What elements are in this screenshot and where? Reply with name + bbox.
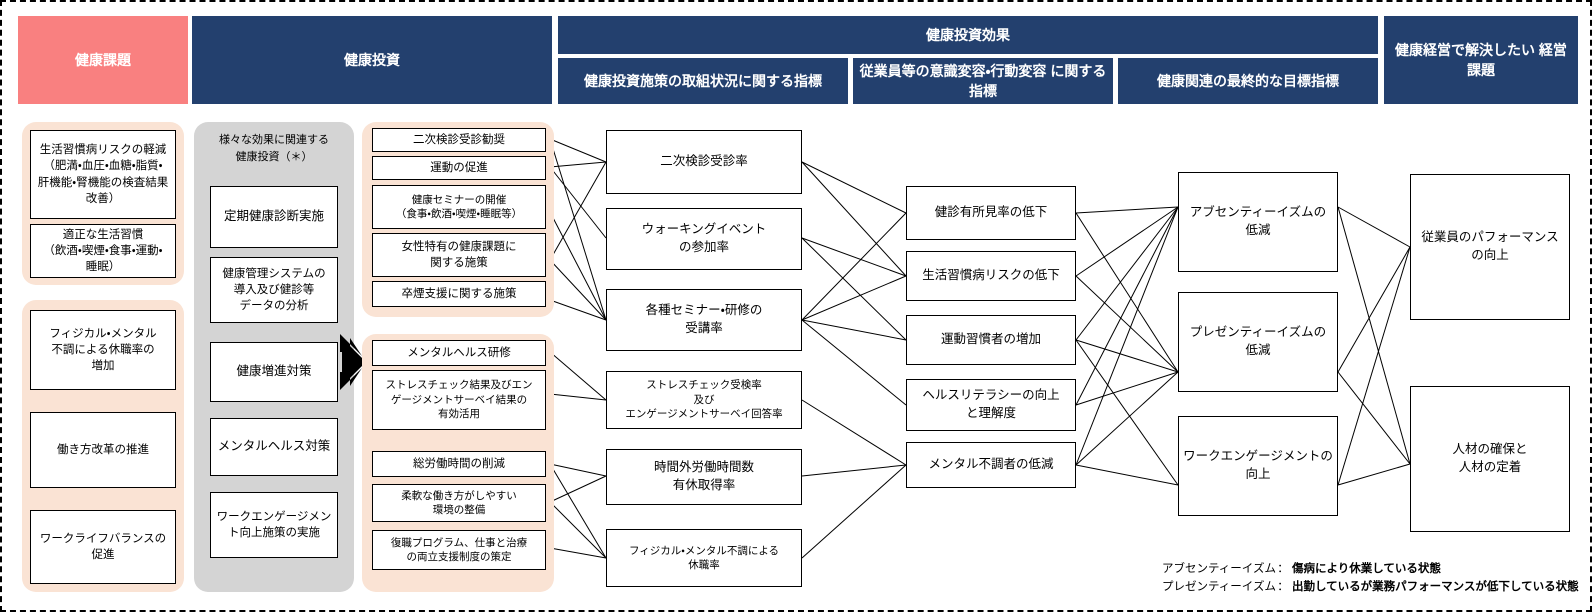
flow-arrow-icon xyxy=(336,332,370,392)
management-issue-box: 従業員のパフォーマンス の向上 xyxy=(1410,174,1570,320)
awareness-indicator-box: 生活習慣病リスクの低下 xyxy=(906,251,1076,301)
final-goal-indicator-box: ワークエンゲージメントの 向上 xyxy=(1178,416,1338,516)
implementation-indicator-box: 時間外労働時間数 有休取得率 xyxy=(606,449,802,505)
header-health-investment: 健康投資 xyxy=(192,16,552,104)
investment-measure-box: 健康セミナーの開催 （食事・飲酒・喫煙・睡眠等） xyxy=(372,185,546,229)
header-final-goal-indicators: 健康関連の最終的な目標指標 xyxy=(1118,58,1378,104)
health-issue-box: 適正な生活習慣 （飲酒・喫煙・食事・運動・ 睡眠） xyxy=(30,224,176,278)
legend-term: プレゼンティーイズム xyxy=(1162,581,1276,594)
common-investment-box: 健康管理システムの 導入及び健診等 データの分析 xyxy=(210,257,338,323)
legend-row: プレゼンティーイズム ： 出勤しているが業務パフォーマンスが低下している状態 xyxy=(1162,578,1579,596)
awareness-indicator-box: 運動習慣者の増加 xyxy=(906,315,1076,365)
investment-measure-box: メンタルヘルス研修 xyxy=(372,340,546,366)
investment-measure-box: 復職プログラム、仕事と治療 の両立支援制度の策定 xyxy=(372,530,546,570)
implementation-indicator-box: 各種セミナー・研修の 受講率 xyxy=(606,289,802,351)
investment-measure-box: 二次検診受診勧奨 xyxy=(372,128,546,152)
investment-measure-box: ストレスチェック結果及びエン ゲージメントサーベイ結果の 有効活用 xyxy=(372,370,546,430)
header-health-issues: 健康課題 xyxy=(18,16,188,104)
legend-description: 出勤しているが業務パフォーマンスが低下している状態 xyxy=(1292,581,1579,594)
management-issue-box: 人材の確保と 人材の定着 xyxy=(1410,386,1570,532)
common-investment-label: 様々な効果に関連する 健康投資（＊） xyxy=(219,134,329,163)
awareness-indicator-box: メンタル不調者の低減 xyxy=(906,442,1076,488)
investment-measure-box: 柔軟な働き方がしやすい 環境の整備 xyxy=(372,484,546,522)
investment-measure-box: 運動の促進 xyxy=(372,156,546,180)
common-investment-box: 健康増進対策 xyxy=(210,342,338,402)
common-investment-box: メンタルヘルス対策 xyxy=(210,418,338,476)
legend-colon: ： xyxy=(1277,563,1289,575)
header-implementation-indicators: 健康投資施策の取組状況に関する指標 xyxy=(558,58,848,104)
health-issue-box: 働き方改革の推進 xyxy=(30,412,176,488)
investment-measure-box: 女性特有の健康課題に 関する施策 xyxy=(372,233,546,277)
legend-term: アブセンティーイズム xyxy=(1162,563,1276,575)
common-investment-box: 定期健康診断実施 xyxy=(210,186,338,248)
health-issue-box: ワークライフバランスの 促進 xyxy=(30,510,176,584)
health-issue-box: フィジカル・メンタル 不調による休職率の 増加 xyxy=(30,310,176,390)
implementation-indicator-box: ウォーキングイベント の参加率 xyxy=(606,208,802,270)
legend-row: アブセンティーイズム ： 傷病により休業している状態 xyxy=(1162,560,1579,578)
health-issue-box: 生活習慣病リスクの軽減 （肥満・血圧・血糖・脂質・ 肝機能・腎機能の検査結果 改… xyxy=(30,130,176,219)
implementation-indicator-box: 二次検診受診率 xyxy=(606,130,802,194)
final-goal-indicator-box: アブセンティーイズムの 低減 xyxy=(1178,172,1338,272)
investment-measure-box: 卒煙支援に関する施策 xyxy=(372,281,546,307)
legend: アブセンティーイズム ： 傷病により休業している状態 プレゼンティーイズム ： … xyxy=(1162,560,1579,597)
awareness-indicator-box: ヘルスリテラシーの向上 と理解度 xyxy=(906,379,1076,431)
header-management-issues: 健康経営で解決したい 経営課題 xyxy=(1384,16,1578,104)
common-investment-box: ワークエンゲージメン ト向上施策の実施 xyxy=(210,492,338,558)
legend-colon: ： xyxy=(1277,581,1289,594)
final-goal-indicator-box: プレゼンティーイズムの 低減 xyxy=(1178,292,1338,392)
implementation-indicator-box: ストレスチェック受検率 及び エンゲージメントサーベイ回答率 xyxy=(606,371,802,429)
header-awareness-indicators: 従業員等の意識変容・行動変容 に関する指標 xyxy=(853,58,1113,104)
header-health-investment-effect: 健康投資効果 xyxy=(558,16,1378,54)
awareness-indicator-box: 健診有所見率の低下 xyxy=(906,186,1076,240)
implementation-indicator-box: フィジカル・メンタル不調による 休職率 xyxy=(606,529,802,587)
investment-measure-box: 総労働時間の削減 xyxy=(372,451,546,477)
legend-description: 傷病により休業している状態 xyxy=(1292,563,1441,575)
